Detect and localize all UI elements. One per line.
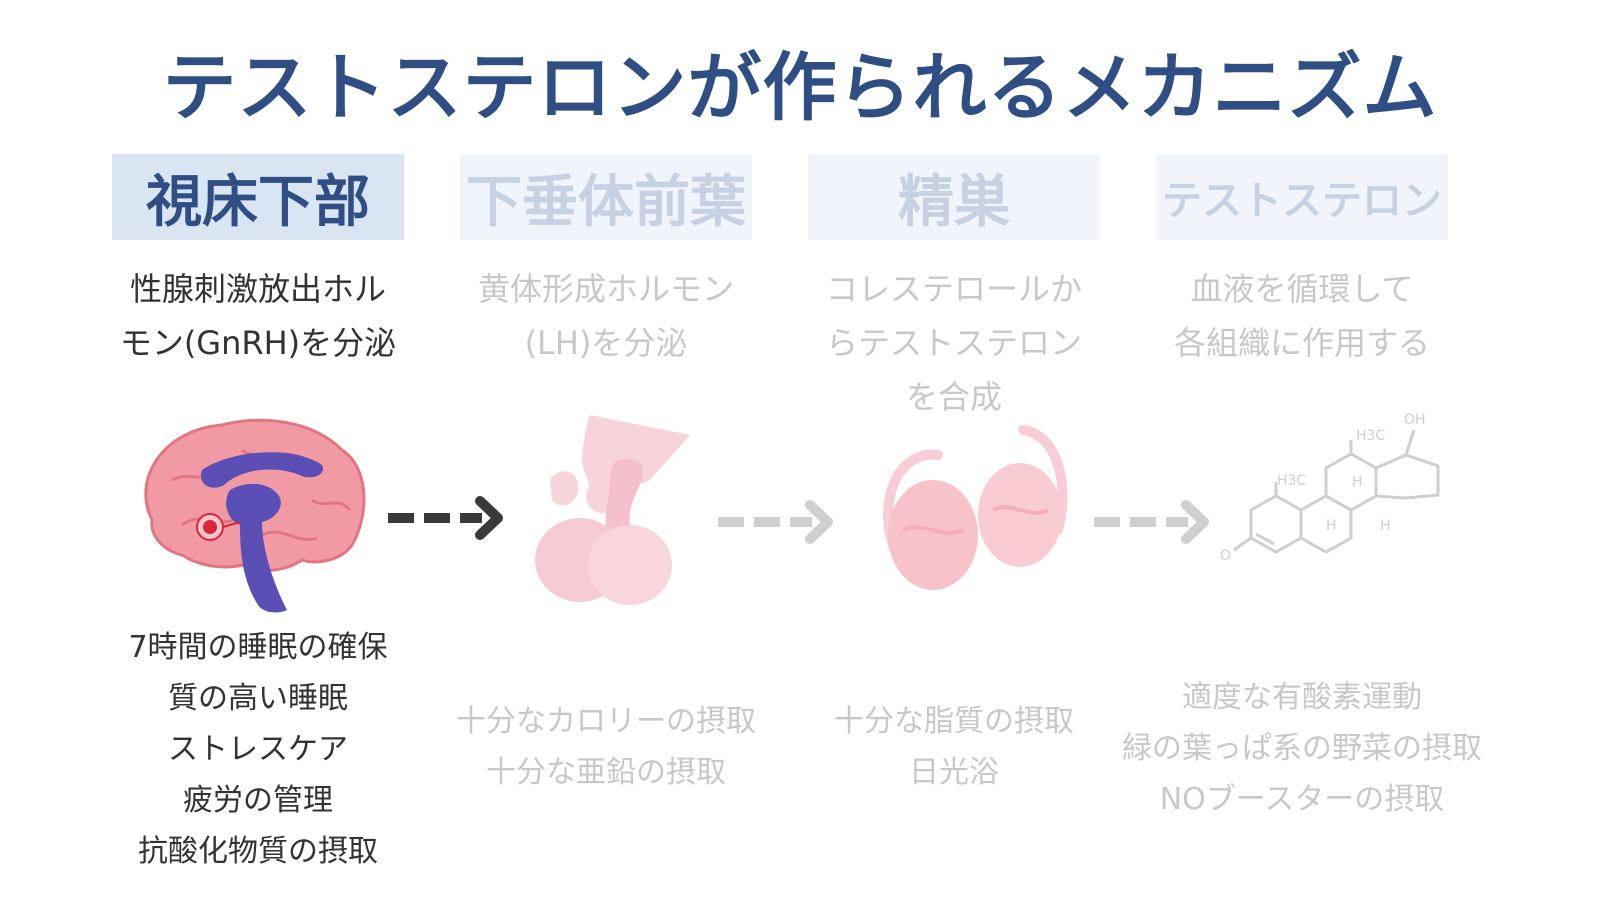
stage-description: コレステロールか らテストステロン を合成	[798, 262, 1110, 424]
factor-item: 質の高い睡眠	[168, 681, 348, 716]
stage-header: 下垂体前葉	[460, 154, 752, 240]
description-line: を合成	[905, 378, 1002, 416]
stage-header: 精巣	[808, 154, 1100, 240]
description-line: 各組織に作用する	[1173, 324, 1430, 362]
description-line: らテストステロン	[825, 324, 1082, 362]
description-line: 性腺刺激放出ホル	[129, 270, 386, 308]
flow-arrow	[718, 497, 838, 547]
stage-header: 視床下部	[112, 154, 404, 240]
testosterone-molecule-icon: O H3C H3C OH H H H	[1156, 410, 1448, 620]
molecule-label: H3C	[1356, 428, 1385, 444]
molecule-label: H	[1326, 518, 1337, 534]
flow-arrow	[1094, 497, 1214, 547]
stage-factors: 適度な有酸素運動 緑の葉っぱ系の野菜の摂取 NOブースターの摂取	[1096, 672, 1508, 825]
stage-description: 性腺刺激放出ホル モン(GnRH)を分泌	[102, 262, 414, 370]
factor-item: 抗酸化物質の摂取	[138, 834, 378, 869]
factor-item: 7時間の睡眠の確保	[128, 630, 388, 665]
testes-icon	[808, 410, 1100, 620]
flow-arrow	[388, 493, 508, 543]
pituitary-icon	[460, 410, 752, 620]
description-line: モン(GnRH)を分泌	[119, 324, 397, 362]
molecule-label: H	[1352, 474, 1363, 490]
molecule-label: H3C	[1277, 473, 1306, 489]
factor-item: ストレスケア	[168, 732, 348, 767]
factor-item: 疲労の管理	[183, 783, 333, 818]
stage-description: 血液を循環して 各組織に作用する	[1146, 262, 1458, 370]
description-line: (LH)を分泌	[524, 324, 688, 362]
factor-item: 十分なカロリーの摂取	[456, 704, 756, 739]
factor-item: 十分な亜鉛の摂取	[486, 755, 726, 790]
molecule-label: H	[1380, 518, 1391, 534]
factor-item: 十分な脂質の摂取	[834, 704, 1074, 739]
description-line: 黄体形成ホルモン	[477, 270, 734, 308]
stage-description: 黄体形成ホルモン (LH)を分泌	[450, 262, 762, 370]
page-title: テストステロンが作られるメカニズム	[162, 45, 1438, 131]
factor-item: 緑の葉っぱ系の野菜の摂取	[1122, 731, 1482, 766]
molecule-label: O	[1220, 548, 1231, 564]
stage-factors: 十分なカロリーの摂取 十分な亜鉛の摂取	[420, 696, 792, 798]
stage-header: テストステロン	[1156, 154, 1448, 240]
stage-factors: 十分な脂質の摂取 日光浴	[768, 696, 1140, 798]
molecule-label: OH	[1404, 412, 1426, 428]
factor-item: NOブースターの摂取	[1159, 782, 1445, 817]
stage-factors: 7時間の睡眠の確保 質の高い睡眠 ストレスケア 疲労の管理 抗酸化物質の摂取	[72, 622, 444, 877]
description-line: コレステロールか	[825, 270, 1082, 308]
factor-item: 日光浴	[909, 755, 999, 790]
description-line: 血液を循環して	[1190, 270, 1414, 308]
factor-item: 適度な有酸素運動	[1182, 680, 1422, 715]
brain-icon	[112, 410, 404, 620]
